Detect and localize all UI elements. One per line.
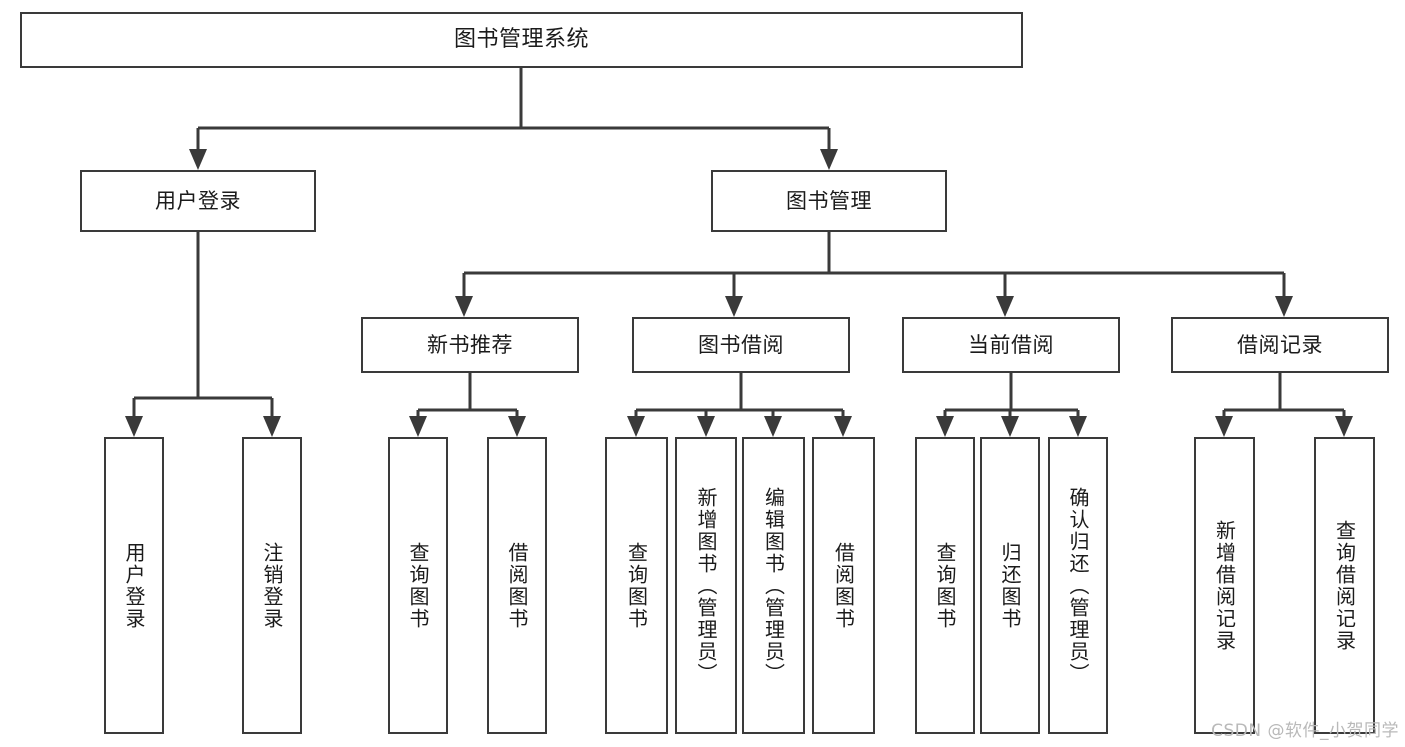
connector-group-0-arrow-0-head [125,416,143,437]
connector-mgmt-arrow-0-head [455,296,473,317]
level2-node-1-label: 图书管理 [786,188,872,213]
connector-mgmt-arrow-2-head [996,296,1014,317]
leaf-node-5[interactable]: 新增图书（管理员） [675,437,737,734]
connector-group-3-arrow-0-head [936,416,954,437]
leaf-node-6-label: 编辑图书（管理员） [761,486,786,685]
leaf-node-9-label: 归还图书 [998,541,1022,630]
connector-root-arrow-0-head [189,149,207,170]
connector-group-2-arrow-3-head [834,416,852,437]
connector-group-2-arrow-0-head [627,416,645,437]
leaf-node-3-label: 借阅图书 [505,541,529,630]
leaf-node-12-label: 查询借阅记录 [1332,519,1357,652]
connector-group-4-arrow-1-head [1335,416,1353,437]
leaf-node-4-label: 查询图书 [624,541,649,630]
level3-node-2-label: 当前借阅 [968,332,1054,357]
connector-group-4-arrow-0-head [1215,416,1233,437]
root-node-system-label: 图书管理系统 [453,27,589,53]
leaf-node-2[interactable]: 查询图书 [388,437,448,734]
level3-node-1-label: 图书借阅 [698,332,784,357]
leaf-node-8-label: 查询图书 [933,541,957,630]
leaf-node-1-label: 注销登录 [260,541,284,630]
level3-node-2[interactable]: 当前借阅 [902,317,1120,373]
connector-group-0-arrow-1-head [263,416,281,437]
connector-mgmt-arrow-3-head [1275,296,1293,317]
leaf-node-4[interactable]: 查询图书 [605,437,668,734]
leaf-node-11-label: 新增借阅记录 [1212,519,1237,652]
leaf-node-0-label: 用户登录 [122,541,146,630]
level3-node-3-label: 借阅记录 [1237,332,1323,357]
level3-node-3[interactable]: 借阅记录 [1171,317,1389,373]
leaf-node-9[interactable]: 归还图书 [980,437,1040,734]
leaf-node-3[interactable]: 借阅图书 [487,437,547,734]
leaf-node-10[interactable]: 确认归还（管理员） [1048,437,1108,734]
root-node-system[interactable]: 图书管理系统 [20,12,1023,68]
level3-node-0-label: 新书推荐 [427,332,513,357]
leaf-node-8[interactable]: 查询图书 [915,437,975,734]
leaf-node-7[interactable]: 借阅图书 [812,437,875,734]
level3-node-0[interactable]: 新书推荐 [361,317,579,373]
connector-group-2-arrow-2-head [764,416,782,437]
connector-group-3-arrow-2-head [1069,416,1087,437]
connector-mgmt-arrow-1-head [725,296,743,317]
level2-node-0-label: 用户登录 [155,188,241,213]
connector-group-1-arrow-1-head [508,416,526,437]
leaf-node-1[interactable]: 注销登录 [242,437,302,734]
leaf-node-6[interactable]: 编辑图书（管理员） [742,437,805,734]
level2-node-0[interactable]: 用户登录 [80,170,316,232]
leaf-node-2-label: 查询图书 [406,541,430,630]
connector-group-1-arrow-0-head [409,416,427,437]
leaf-node-5-label: 新增图书（管理员） [694,486,718,685]
connector-group-2-arrow-1-head [697,416,715,437]
level2-node-1[interactable]: 图书管理 [711,170,947,232]
leaf-node-7-label: 借阅图书 [831,541,856,630]
leaf-node-0[interactable]: 用户登录 [104,437,164,734]
leaf-node-12[interactable]: 查询借阅记录 [1314,437,1375,734]
leaf-node-10-label: 确认归还（管理员） [1066,486,1090,685]
leaf-node-11[interactable]: 新增借阅记录 [1194,437,1255,734]
connector-group-3-arrow-1-head [1001,416,1019,437]
level3-node-1[interactable]: 图书借阅 [632,317,850,373]
connector-root-arrow-1-head [820,149,838,170]
